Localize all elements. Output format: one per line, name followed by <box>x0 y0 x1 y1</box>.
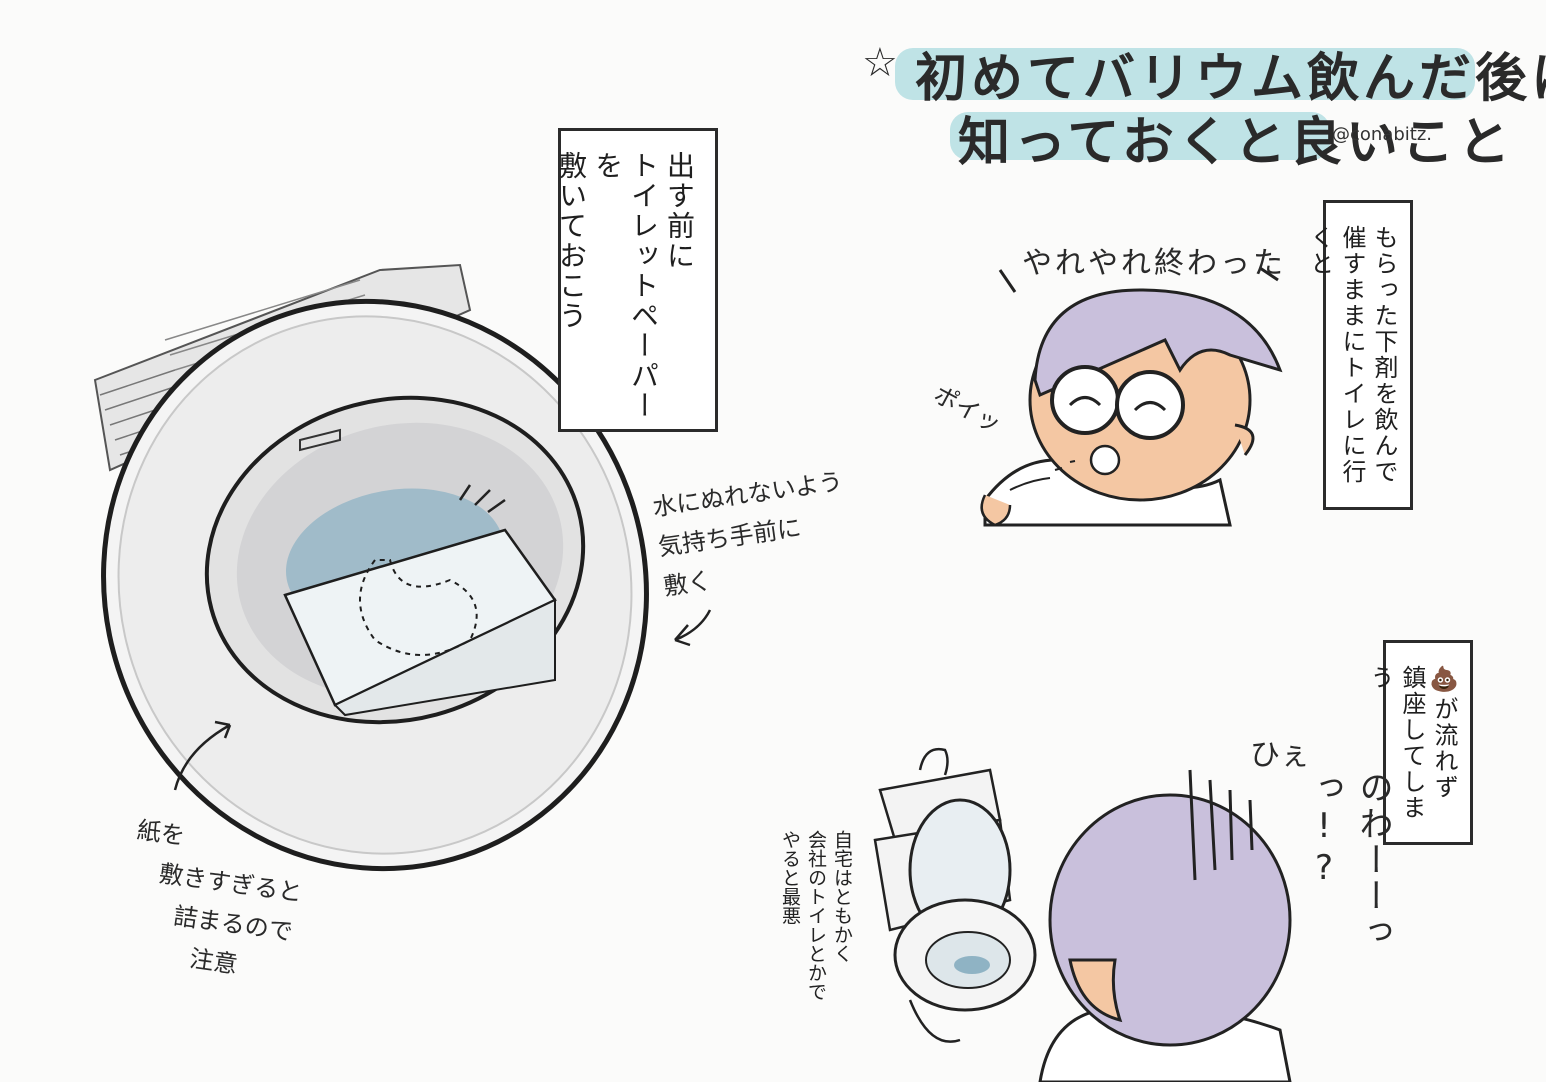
note-line: やると最悪 <box>779 830 801 925</box>
character-relieved <box>980 266 1283 527</box>
caption-box-left: 出す前に トイレットペーパーを 敷いておこう <box>555 128 718 432</box>
speech-relief: やれやれ終わった <box>1022 246 1286 281</box>
caption-line: もらった下剤を飲んで <box>1370 225 1398 485</box>
caption-line: トイレットペーパーを <box>591 151 660 421</box>
title-highlight <box>895 48 1475 100</box>
arrow-icon <box>674 609 712 647</box>
character-shocked <box>1038 769 1292 1082</box>
note-warning: 紙を 敷きすぎると 詰まるので 注意 <box>118 810 311 992</box>
caption-line: 鎮座してしまう <box>1366 665 1426 821</box>
note-line: 会社のトイレとかで <box>805 830 827 1001</box>
star-icon: ☆ <box>862 40 902 86</box>
note-line: 自宅はともかく <box>831 830 853 963</box>
arrow-icon <box>173 720 232 791</box>
title-highlight <box>950 112 1330 160</box>
shout: のわーーっっ!? <box>1304 770 1393 950</box>
caption-box-top-right: もらった下剤を飲んで 催すままにトイレに行くと <box>1306 200 1413 510</box>
title-line-1: 初めてバリウム飲んだ後に <box>915 49 1546 109</box>
toilet-side-view <box>873 747 1037 1043</box>
caption-line: 敷いておこう <box>555 151 588 331</box>
caption-box-bottom-right: 💩が流れず 鎮座してしまう <box>1366 640 1473 845</box>
caption-line: 催すままにトイレに行くと <box>1306 225 1366 485</box>
sfx-shock: ひぇ <box>1250 738 1310 773</box>
title-line-2: 知っておくと良いこと <box>958 113 1514 173</box>
author-credit: @conabitz. <box>1332 124 1433 145</box>
toilet-top-view <box>93 263 649 872</box>
note-office: 自宅はともかく 会社のトイレとかで やると最悪 <box>778 830 854 1030</box>
caption-line: 出す前に <box>663 151 696 271</box>
caption-line: 💩が流れず <box>1430 665 1458 801</box>
